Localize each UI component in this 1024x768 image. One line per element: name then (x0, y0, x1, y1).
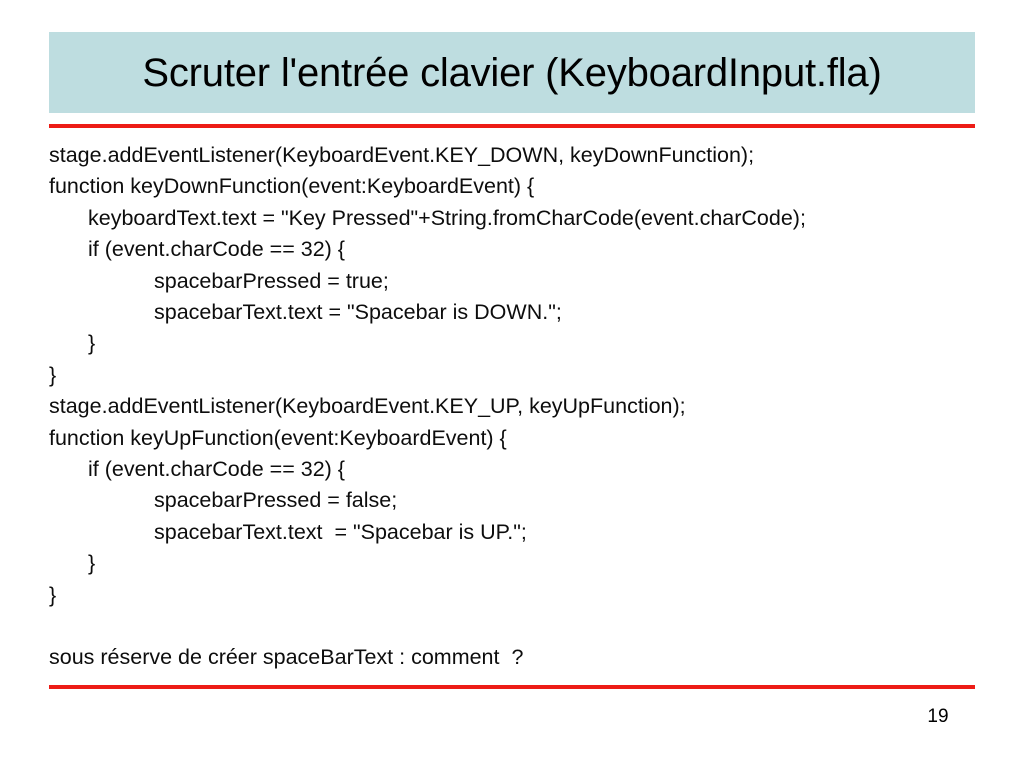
code-line: function keyUpFunction(event:KeyboardEve… (49, 425, 507, 450)
code-line: spacebarText.text = "Spacebar is UP."; (154, 519, 527, 544)
code-line: keyboardText.text = "Key Pressed"+String… (88, 205, 806, 230)
code-line: } (49, 582, 57, 607)
code-line: } (88, 331, 96, 356)
page-number: 19 (927, 706, 949, 727)
code-line: stage.addEventListener(KeyboardEvent.KEY… (49, 143, 755, 167)
code-line: spacebarPressed = false; (154, 488, 398, 513)
code-line: sous réserve de créer spaceBarText : com… (49, 645, 524, 670)
code-line: function keyDownFunction(event:KeyboardE… (49, 174, 535, 199)
footer-divider-rule (49, 685, 975, 689)
code-body: stage.addEventListener(KeyboardEvent.KEY… (49, 140, 989, 674)
code-line: if (event.charCode == 32) { (88, 457, 345, 482)
code-line: spacebarText.text = "Spacebar is DOWN."; (154, 300, 562, 325)
page-title: Scruter l'entrée clavier (KeyboardInput.… (142, 50, 882, 95)
code-line: spacebarPressed = true; (154, 268, 389, 293)
code-line: if (event.charCode == 32) { (88, 237, 345, 262)
title-divider-rule (49, 124, 975, 128)
code-line: } (49, 362, 57, 387)
code-line: } (88, 551, 96, 576)
code-line: stage.addEventListener(KeyboardEvent.KEY… (49, 394, 686, 419)
slide-title-band: Scruter l'entrée clavier (KeyboardInput.… (49, 32, 975, 113)
code-blank-line (49, 611, 989, 642)
